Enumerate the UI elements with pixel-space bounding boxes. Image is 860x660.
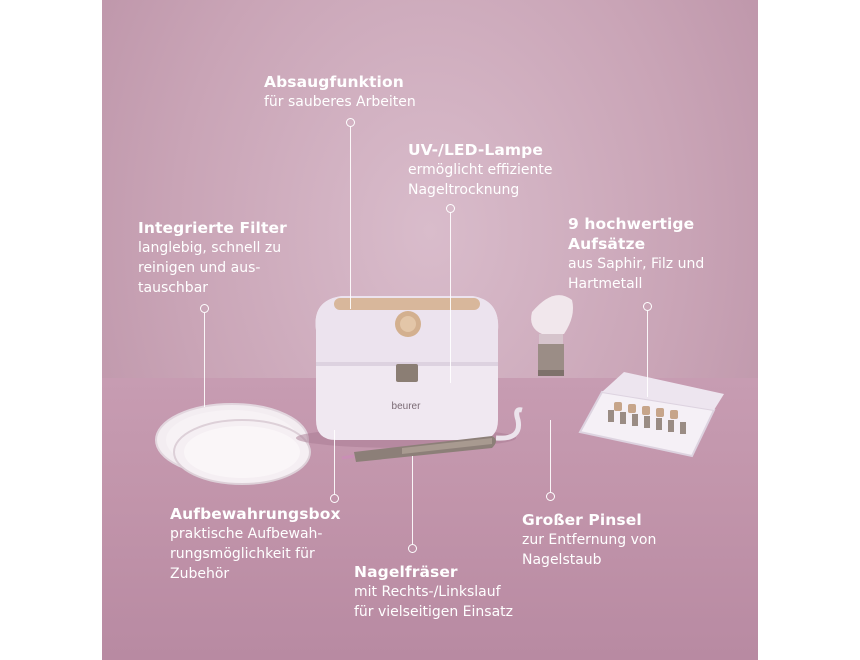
callout-title: Absaugfunktion — [264, 73, 404, 91]
callout-text: ermöglicht effiziente — [408, 162, 553, 178]
callout-line — [412, 456, 413, 544]
callout-text: für sauberes Arbeiten — [264, 94, 416, 110]
product-illustration: beurer — [155, 295, 724, 485]
callout-dot — [200, 304, 209, 313]
callout-line — [334, 430, 335, 494]
callout-text: praktische Aufbewah- — [170, 526, 323, 542]
callout-title: Nagelfräser — [354, 563, 458, 581]
accessory-case — [578, 372, 724, 458]
callout-dot — [643, 302, 652, 311]
callout-dot — [546, 492, 555, 501]
nail-drill-handpiece — [341, 436, 496, 462]
callout-nagelfraeser: Nagelfräser mit Rechts-/Linkslauf für vi… — [354, 562, 513, 622]
callout-text: zur Entfernung von — [522, 532, 657, 548]
callout-text: rungsmöglichkeit für — [170, 546, 315, 562]
product-scene: beurer — [102, 0, 758, 660]
callout-title: Aufbewahrungsbox — [170, 505, 341, 523]
callout-dot — [446, 204, 455, 213]
callout-text: Hartmetall — [568, 276, 643, 292]
callout-line — [550, 420, 551, 492]
callout-text: aus Saphir, Filz und — [568, 256, 705, 272]
callout-dot — [408, 544, 417, 553]
callout-dot — [330, 494, 339, 503]
callout-text: tauschbar — [138, 280, 209, 296]
cable — [495, 407, 523, 441]
callout-text: Nagelstaub — [522, 552, 602, 568]
filter-pads — [155, 403, 311, 485]
brush — [531, 295, 573, 376]
callout-uv-led-lampe: UV-/LED-Lampe ermöglicht effiziente Nage… — [408, 140, 552, 200]
callout-text: für vielseitigen Einsatz — [354, 604, 514, 620]
callout-line — [450, 213, 451, 383]
callout-dot — [346, 118, 355, 127]
callout-line — [350, 127, 351, 309]
callout-grosser-pinsel: Großer Pinsel zur Entfernung von Nagelst… — [522, 510, 656, 570]
callout-title: Integrierte Filter — [138, 219, 287, 237]
callout-integrierte-filter: Integrierte Filter langlebig, schnell zu… — [138, 218, 287, 298]
callout-title: Aufsätze — [568, 235, 646, 253]
device: beurer — [296, 296, 516, 448]
callout-title: Großer Pinsel — [522, 511, 642, 529]
brand-logo: beurer — [392, 401, 422, 412]
callout-title: UV-/LED-Lampe — [408, 141, 543, 159]
callout-absaugfunktion: Absaugfunktion für sauberes Arbeiten — [264, 72, 416, 112]
callout-line — [647, 311, 648, 397]
callout-aufsaetze: 9 hochwertige Aufsätze aus Saphir, Filz … — [568, 214, 704, 294]
callout-line — [204, 313, 205, 407]
callout-text: Nageltrocknung — [408, 182, 520, 198]
callout-title: 9 hochwertige — [568, 215, 695, 233]
callout-text: langlebig, schnell zu — [138, 240, 282, 256]
callout-text: reinigen und aus- — [138, 260, 261, 276]
callout-text: mit Rechts-/Linkslauf — [354, 584, 501, 600]
callout-aufbewahrungsbox: Aufbewahrungsbox praktische Aufbewah- ru… — [170, 504, 341, 584]
callout-text: Zubehör — [170, 566, 230, 582]
